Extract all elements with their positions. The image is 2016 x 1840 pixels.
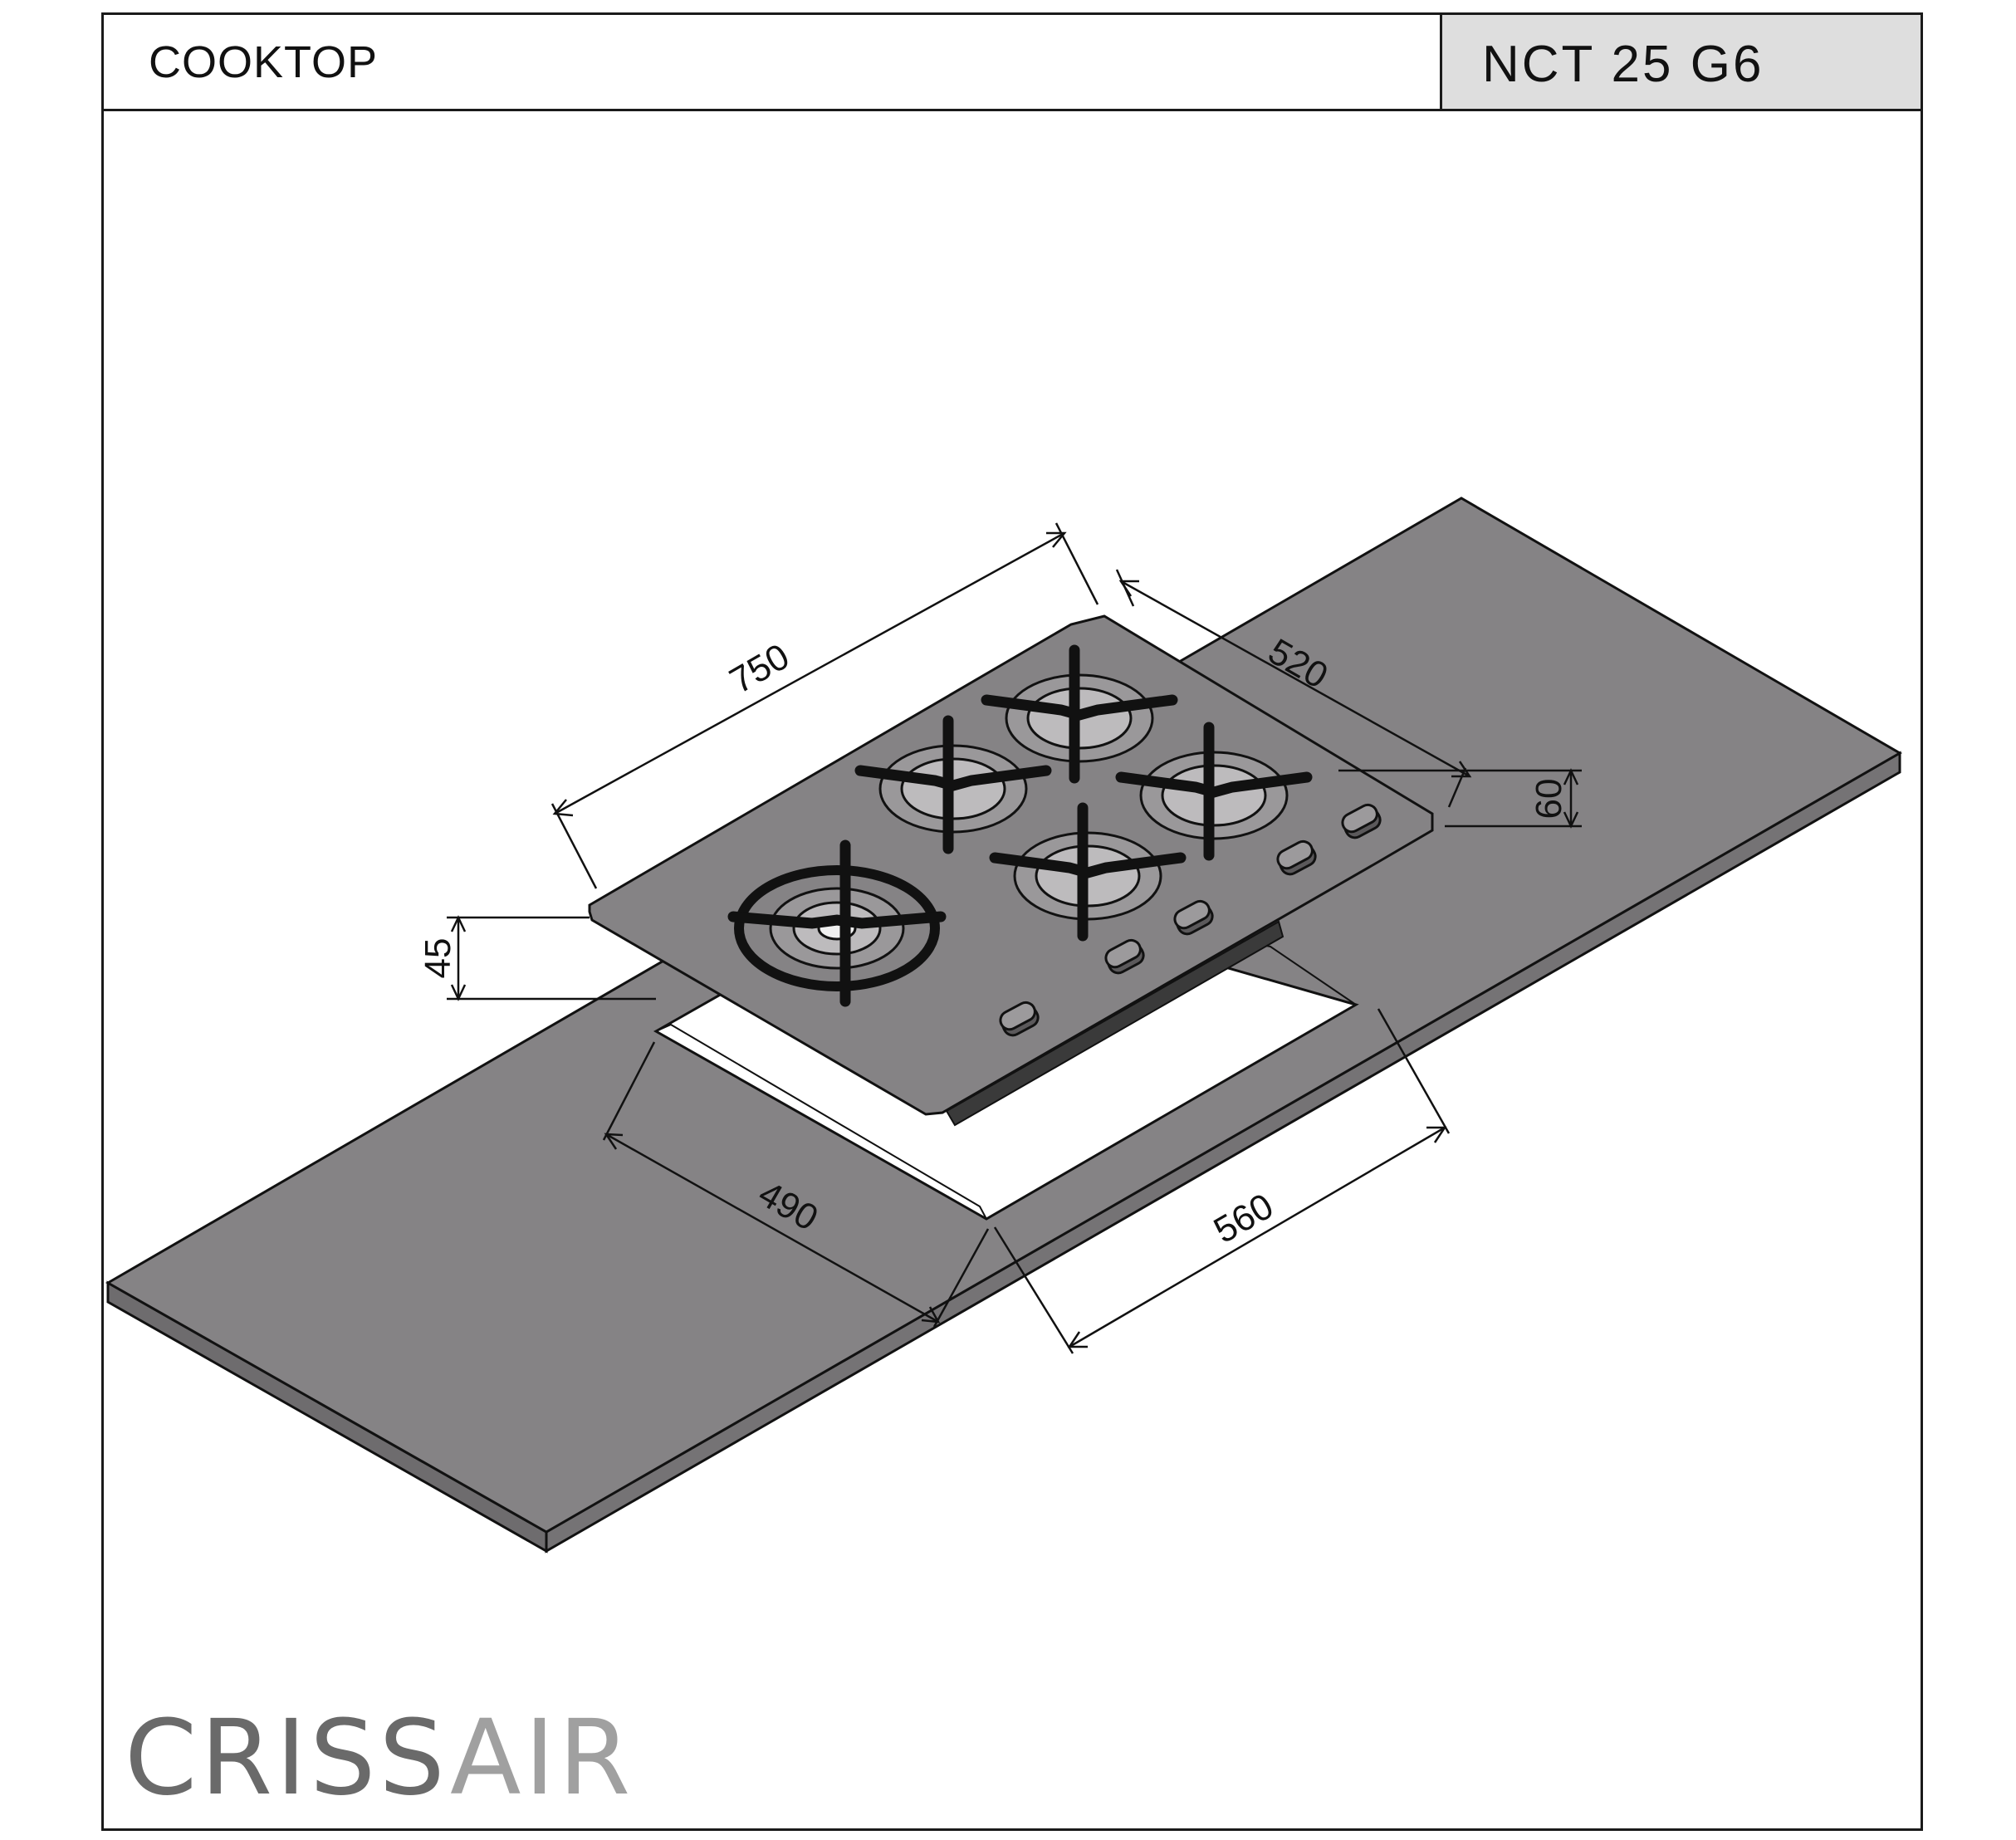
burner-rear-left bbox=[854, 715, 1052, 854]
brand-logo: CRISSAIR bbox=[125, 1706, 634, 1810]
drawing-sheet: COOKTOP NCT 25 G6 bbox=[101, 12, 1923, 1831]
cutout-inner-edge bbox=[655, 1023, 987, 1220]
model-label: NCT 25 G6 bbox=[1482, 36, 1764, 93]
dim-45-label: 45 bbox=[418, 938, 458, 979]
brand-logo-part1: CRISS bbox=[125, 1698, 451, 1818]
dim-560-label: 560 bbox=[1207, 1186, 1280, 1251]
knob-1 bbox=[999, 1001, 1040, 1037]
control-knobs bbox=[999, 803, 1382, 1037]
burner-wok bbox=[727, 839, 947, 1007]
dimension-lines bbox=[447, 522, 1582, 1354]
knob-2 bbox=[1104, 938, 1145, 975]
title-cell-model: NCT 25 G6 bbox=[1442, 15, 1921, 109]
title-cell-product: COOKTOP bbox=[104, 15, 1442, 109]
knob-4 bbox=[1276, 839, 1317, 876]
knob-5 bbox=[1341, 803, 1382, 839]
burner-front-center bbox=[989, 802, 1187, 942]
knob-3 bbox=[1173, 899, 1214, 936]
product-type-label: COOKTOP bbox=[149, 37, 379, 87]
cooktop-underside bbox=[945, 920, 1284, 1127]
burners bbox=[727, 644, 1313, 1007]
title-block: COOKTOP NCT 25 G6 bbox=[104, 15, 1921, 111]
brand-logo-part2: AIR bbox=[450, 1698, 634, 1818]
dim-750-label: 750 bbox=[723, 636, 796, 702]
dim-60-label: 60 bbox=[1529, 779, 1569, 820]
burner-rear-center bbox=[981, 644, 1178, 784]
burner-rear-right bbox=[1115, 722, 1313, 861]
